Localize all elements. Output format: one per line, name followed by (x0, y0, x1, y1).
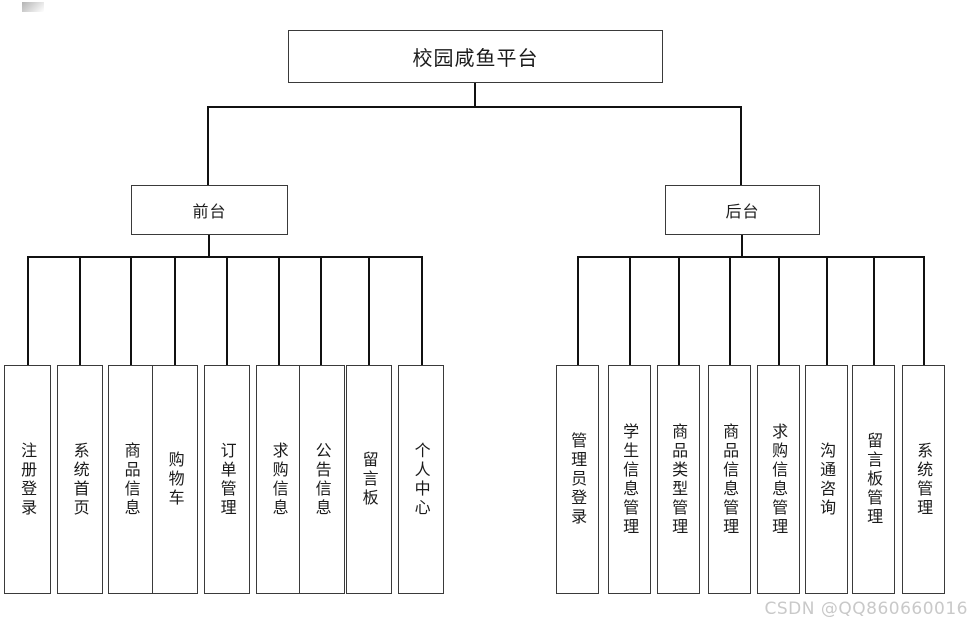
connector-frontend-leaf-6 (278, 256, 280, 365)
connector-root-stem (474, 83, 476, 108)
node-leaf-backend-5: 求购信息管理 (757, 365, 800, 594)
node-leaf-backend-4: 商品信息管理 (708, 365, 751, 594)
connector-frontend-leaf-3 (130, 256, 132, 365)
connector-level2-bus (207, 106, 742, 108)
node-leaf-backend-6-label: 沟通咨询 (817, 441, 837, 518)
node-leaf-backend-8: 系统管理 (902, 365, 945, 594)
node-leaf-frontend-1-label: 注册登录 (18, 441, 38, 518)
connector-frontend-bus (27, 256, 422, 258)
connector-backend-leaf-6 (826, 256, 828, 365)
node-leaf-backend-7-label: 留言板管理 (864, 432, 884, 527)
connector-frontend-stem (208, 235, 210, 258)
node-leaf-frontend-2-label: 系统首页 (70, 441, 90, 518)
node-leaf-backend-3: 商品类型管理 (657, 365, 700, 594)
node-leaf-backend-2: 学生信息管理 (608, 365, 651, 594)
connector-frontend-leaf-8 (368, 256, 370, 365)
node-leaf-backend-1: 管理员登录 (556, 365, 599, 594)
node-leaf-frontend-9: 个人中心 (398, 365, 444, 594)
connector-backend-leaf-5 (778, 256, 780, 365)
connector-to-frontend (207, 106, 209, 185)
watermark: CSDN @QQ860660016 (764, 599, 968, 619)
corner-artifact (22, 2, 44, 12)
node-leaf-backend-1-label: 管理员登录 (568, 432, 588, 527)
connector-to-backend (740, 106, 742, 185)
node-leaf-frontend-3: 商品信息 (108, 365, 154, 594)
node-leaf-frontend-7: 公告信息 (299, 365, 345, 594)
node-leaf-frontend-4-label: 购物车 (165, 451, 185, 508)
node-leaf-frontend-5: 订单管理 (204, 365, 250, 594)
node-branch-frontend-label: 前台 (192, 202, 227, 221)
node-branch-backend-label: 后台 (725, 202, 760, 221)
connector-frontend-leaf-1 (27, 256, 29, 365)
connector-backend-leaf-8 (923, 256, 925, 365)
node-root: 校园咸鱼平台 (288, 30, 663, 83)
connector-frontend-leaf-5 (226, 256, 228, 365)
node-leaf-backend-8-label: 系统管理 (914, 441, 934, 518)
node-leaf-frontend-1: 注册登录 (4, 365, 51, 594)
node-leaf-frontend-9-label: 个人中心 (411, 441, 431, 518)
node-branch-frontend: 前台 (131, 185, 288, 235)
node-leaf-backend-4-label: 商品信息管理 (720, 422, 740, 537)
node-leaf-backend-7: 留言板管理 (852, 365, 895, 594)
connector-backend-leaf-7 (873, 256, 875, 365)
node-leaf-frontend-5-label: 订单管理 (217, 441, 237, 518)
node-root-label: 校园咸鱼平台 (412, 46, 539, 70)
node-leaf-frontend-4: 购物车 (152, 365, 198, 594)
connector-frontend-leaf-7 (320, 256, 322, 365)
connector-frontend-leaf-9 (421, 256, 423, 365)
connector-backend-leaf-1 (577, 256, 579, 365)
node-leaf-backend-2-label: 学生信息管理 (620, 422, 640, 537)
node-leaf-backend-6: 沟通咨询 (805, 365, 848, 594)
node-leaf-frontend-8-label: 留言板 (359, 451, 379, 508)
connector-backend-stem (741, 235, 743, 258)
node-branch-backend: 后台 (665, 185, 820, 235)
node-leaf-frontend-6-label: 求购信息 (269, 441, 289, 518)
node-leaf-backend-5-label: 求购信息管理 (769, 422, 789, 537)
node-leaf-backend-3-label: 商品类型管理 (669, 422, 689, 537)
connector-frontend-leaf-4 (174, 256, 176, 365)
node-leaf-frontend-6: 求购信息 (256, 365, 302, 594)
connector-backend-bus (577, 256, 924, 258)
node-leaf-frontend-7-label: 公告信息 (312, 441, 332, 518)
connector-backend-leaf-2 (629, 256, 631, 365)
connector-backend-leaf-3 (678, 256, 680, 365)
node-leaf-frontend-2: 系统首页 (57, 365, 103, 594)
connector-frontend-leaf-2 (79, 256, 81, 365)
node-leaf-frontend-3-label: 商品信息 (121, 441, 141, 518)
node-leaf-frontend-8: 留言板 (346, 365, 392, 594)
connector-backend-leaf-4 (729, 256, 731, 365)
